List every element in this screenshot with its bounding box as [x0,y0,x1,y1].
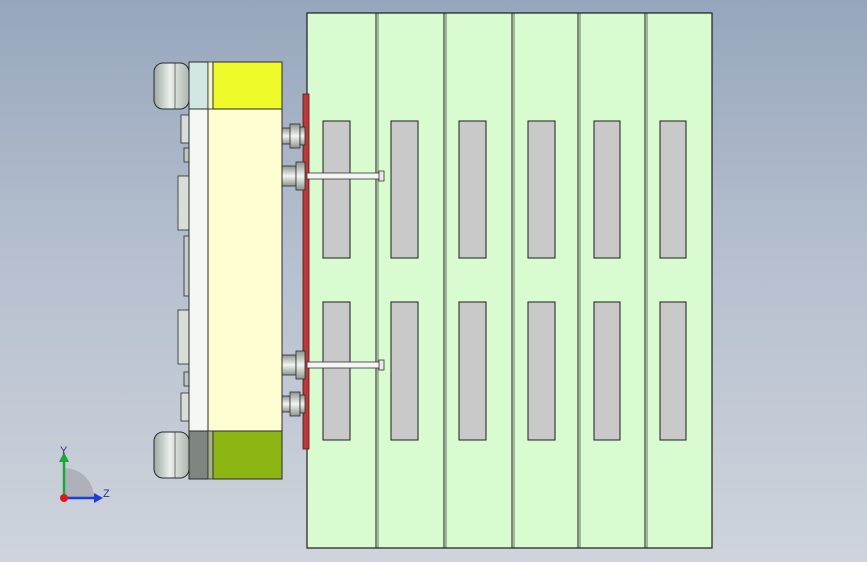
plate-slot [527,301,556,441]
fitting [281,127,291,145]
plate-slot [659,120,687,259]
fitting [289,123,301,149]
frame-bracket [177,175,190,231]
top-header-block [212,61,283,110]
plate-separators [375,13,648,548]
gasket-strip [302,93,310,450]
triad-quadrant [64,468,94,498]
plate-slots-lower [322,301,687,441]
plate-slot [322,301,351,441]
top-cap [153,62,190,110]
tie-rods [306,170,385,371]
frame-bracket [183,371,190,387]
fitting [295,161,306,191]
bottom-header-olive-edge [207,430,214,480]
frame-bracket [183,147,190,163]
triad-origin [60,494,68,502]
frame-assembly[interactable] [153,61,283,480]
z-axis-label: Z [103,488,110,500]
plate-slot [322,120,351,259]
bottom-header-strip [188,430,209,480]
fitting [295,350,306,380]
frame-bracket [180,392,190,422]
z-axis-arrow [94,493,103,503]
plate-slot [390,301,419,441]
plate-slot [659,301,687,441]
y-axis-label: Y [60,445,68,457]
plate-stack[interactable] [306,12,713,549]
frame-bracket [177,309,190,365]
top-header-strip [188,61,209,110]
top-header-yellow [207,61,214,110]
y-axis-arrow [59,452,69,462]
plate-slot [458,120,487,259]
fitting [299,394,306,414]
bottom-header-block [212,430,283,480]
plate-slot [527,120,556,259]
bottom-cap [153,431,190,479]
frame-bracket [180,114,190,144]
plate-slots-upper [322,120,687,259]
tie-rod [306,172,382,180]
frame-bracket [183,235,190,297]
frame-inner-strip [188,108,209,432]
plate-slot [593,120,621,259]
tie-rod-end [378,359,385,371]
fittings [281,123,306,417]
fitting [281,395,291,413]
fitting [289,391,301,417]
plate-slot [458,301,487,441]
plate-slot [593,301,621,441]
tie-rod-end [378,170,385,182]
fitting [299,126,306,146]
fitting [281,354,297,376]
plate-stack-outline [306,12,713,549]
plate-slot [390,120,419,259]
fitting [281,165,297,187]
tie-rod [306,361,382,369]
frame-body [207,108,283,432]
coordinate-triad-icon: Y Z [59,445,110,503]
frame-brackets [177,114,190,422]
